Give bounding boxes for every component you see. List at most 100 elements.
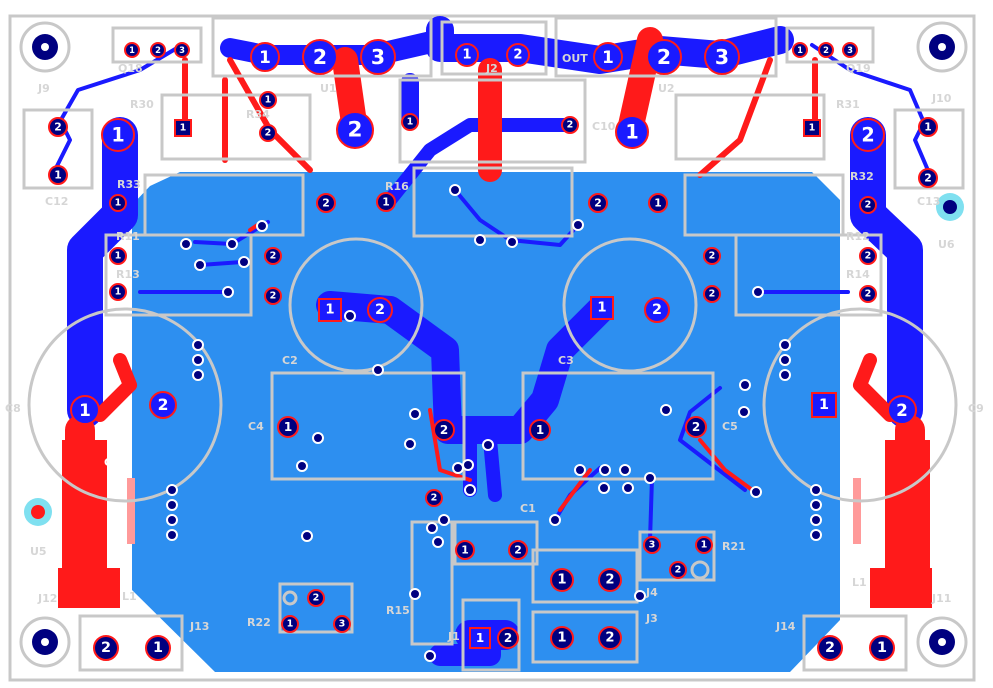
via [238, 256, 250, 268]
pad-2: 2 [887, 395, 917, 425]
pin-number: 1 [557, 631, 566, 646]
pin-number: 2 [54, 121, 62, 134]
pad-2: 2 [859, 196, 877, 214]
via [464, 484, 476, 496]
pad-2: 2 [508, 540, 528, 560]
label-j13: J13 [189, 620, 209, 633]
via [452, 462, 464, 474]
pad-1: 1 [792, 42, 808, 58]
pad-1: 1 [124, 42, 140, 58]
via [312, 432, 324, 444]
pad-2: 2 [818, 42, 834, 58]
pad-2: 2 [646, 39, 682, 75]
pin-number: 2 [270, 291, 277, 302]
via [779, 339, 791, 351]
via [344, 310, 356, 322]
pin-number: 1 [877, 640, 887, 656]
via [409, 588, 421, 600]
via [449, 184, 461, 196]
top-block-j11 [870, 568, 932, 608]
pin-number: 2 [896, 400, 908, 420]
label-r13: R13 [116, 268, 140, 281]
via [462, 459, 474, 471]
pin-number: 1 [325, 303, 334, 318]
pin-number: 1 [287, 619, 294, 630]
pad-2: 2 [425, 489, 443, 507]
label-c10: C10 [592, 120, 616, 133]
pad-2: 2 [817, 635, 843, 661]
via [256, 220, 268, 232]
pad-3: 3 [704, 39, 740, 75]
vias [166, 184, 822, 662]
pin-number: 1 [819, 397, 829, 413]
via [810, 484, 822, 496]
label-r14: R14 [846, 268, 870, 281]
via [752, 286, 764, 298]
via [622, 482, 634, 494]
via [194, 259, 206, 271]
via [438, 514, 450, 526]
label-j11: J11 [931, 592, 951, 605]
pad-2: 2 [336, 111, 374, 149]
pin-number: 3 [847, 45, 853, 55]
pin-number: 2 [347, 118, 362, 143]
label-j1: J1 [447, 630, 460, 643]
label-j9: J9 [37, 82, 50, 95]
label-c6: C6 [104, 456, 120, 469]
pin-number: 1 [180, 123, 187, 134]
pad-2: 2 [93, 635, 119, 661]
pin-number: 2 [158, 396, 169, 414]
label-j10: J10 [931, 92, 952, 105]
pad-2: 2 [506, 43, 530, 67]
pad-1: 1 [455, 540, 475, 560]
label-c3: C3 [558, 354, 574, 367]
via [424, 650, 436, 662]
pin-number: 2 [709, 251, 716, 262]
pad-3: 3 [643, 536, 661, 554]
pin-number: 1 [924, 121, 932, 134]
pin-number: 2 [431, 493, 438, 504]
pad-1: 1 [109, 194, 127, 212]
via [660, 404, 672, 416]
via [301, 530, 313, 542]
label-c7: C7 [866, 456, 882, 469]
mounting-holes [31, 34, 957, 655]
pin-number: 2 [605, 573, 614, 588]
pin-number: 1 [265, 95, 272, 106]
label-r16: R16 [385, 180, 409, 193]
label-u6: U6 [938, 238, 955, 251]
pin-number: 1 [654, 197, 662, 210]
label-u2: U2 [658, 82, 675, 95]
pad-2: 2 [264, 287, 282, 305]
label-r34: R34 [246, 108, 270, 121]
pad-2: 2 [316, 193, 336, 213]
pin-number: 2 [313, 45, 327, 69]
via [739, 379, 751, 391]
pad-2: 2 [307, 589, 325, 607]
pin-number: 1 [115, 251, 122, 262]
pad-1: 1 [109, 283, 127, 301]
pad-3: 3 [174, 42, 190, 58]
via [180, 238, 192, 250]
label-c9: C9 [968, 402, 984, 415]
pad-2: 2 [644, 297, 670, 323]
pin-number: 3 [649, 540, 656, 551]
label-j3: J3 [645, 612, 658, 625]
pin-number: 1 [557, 573, 566, 588]
pad-1: 1 [590, 296, 614, 320]
pad-1: 1 [101, 118, 135, 152]
pad-1: 1 [811, 392, 837, 418]
via [598, 482, 610, 494]
pad-2: 2 [669, 561, 687, 579]
pad-2: 2 [150, 42, 166, 58]
pad-2: 2 [598, 568, 622, 592]
label-j12: J12 [37, 592, 57, 605]
pin-number: 1 [809, 123, 816, 134]
pin-number: 2 [823, 45, 829, 55]
label-c4: C4 [248, 420, 264, 433]
pad-2: 2 [598, 626, 622, 650]
via [404, 438, 416, 450]
pin-number: 2 [692, 420, 700, 434]
pin-number: 2 [101, 640, 111, 656]
pad-3: 3 [360, 39, 396, 75]
